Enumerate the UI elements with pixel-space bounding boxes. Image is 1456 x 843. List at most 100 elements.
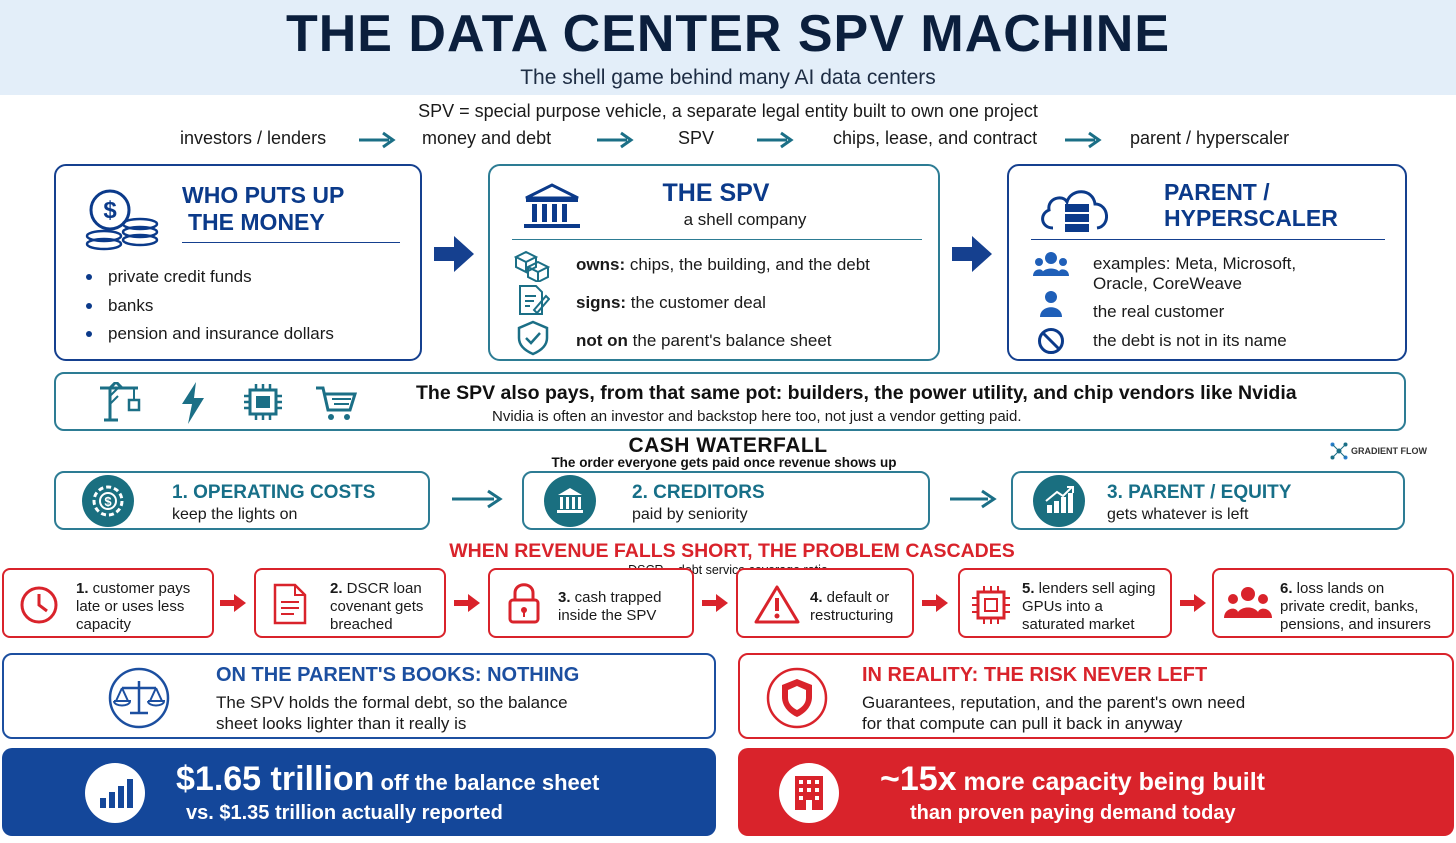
cascade-step-3-num: 3. <box>558 589 571 606</box>
parent-title-1: PARENT / <box>1164 179 1270 205</box>
cascade-arrow-icon <box>1180 594 1206 612</box>
cascade-step-4-num: 4. <box>810 589 823 606</box>
flow-arrow-icon <box>757 131 794 149</box>
reality-text: Guarantees, reputation, and the parent's… <box>862 692 1245 734</box>
waterfall-step-2: 2. CREDITORS paid by seniority <box>522 471 930 530</box>
flow-step-investors: investors / lenders <box>180 128 327 148</box>
header-band <box>0 0 1456 95</box>
books-line1: The SPV holds the formal debt, so the ba… <box>216 693 568 712</box>
waterfall-subtitle: The order everyone gets paid once revenu… <box>551 455 897 470</box>
cascade-step-1-line1: customer pays <box>88 580 191 597</box>
clock-icon <box>20 586 58 624</box>
cart-icon <box>316 386 358 420</box>
stat-blue-big: $1.65 trillion <box>176 760 375 798</box>
flow-arrow-icon <box>597 131 634 149</box>
spv-signs-text: the customer deal <box>626 293 766 312</box>
bullet-dot <box>86 274 92 280</box>
crane-icon <box>100 382 141 422</box>
flow-step-spv: SPV <box>678 128 715 148</box>
cascade-step-5-line2: GPUs into a <box>1022 598 1103 615</box>
spv-signs-row: signs: the customer deal <box>576 293 766 313</box>
cascade-step-5-num: 5. <box>1022 580 1035 597</box>
bullet-dot <box>86 331 92 337</box>
waterfall-title: CASH WATERFALL <box>628 434 828 457</box>
group-icon <box>1033 252 1069 276</box>
person-icon <box>1040 291 1062 317</box>
cascade-step-6-line2: private credit, banks, <box>1280 598 1419 615</box>
big-arrow-icon <box>952 236 992 272</box>
lock-icon <box>508 583 540 624</box>
gpu-chip-icon <box>972 586 1010 624</box>
pays-headline: The SPV also pays, from that same pot: b… <box>416 382 1297 404</box>
people-group-icon <box>1224 587 1272 618</box>
cascade-step-4-line1: default or <box>822 589 890 606</box>
cascade-step-2-line3: breached <box>330 616 393 633</box>
cascade-step-6-num: 6. <box>1280 580 1293 597</box>
cascade-step-4-line2: restructuring <box>810 607 894 624</box>
spv-definition: SPV = special purpose vehicle, a separat… <box>418 101 1038 121</box>
bank-icon <box>544 475 596 527</box>
books-text: The SPV holds the formal debt, so the ba… <box>216 692 568 734</box>
parent-divider <box>1031 239 1385 240</box>
parent-title-2: HYPERSCALER <box>1164 205 1338 231</box>
waterfall-step-3-title: 3. PARENT / EQUITY <box>1107 482 1292 503</box>
cascade-step-1-line2: late or uses less <box>76 598 185 615</box>
spv-balance-row: not on the parent's balance sheet <box>576 331 832 351</box>
parent-real-customer: the real customer <box>1093 302 1225 321</box>
flow-arrow-icon <box>1065 131 1102 149</box>
books-line2: sheet looks lighter than it really is <box>216 714 467 733</box>
lightning-icon <box>182 382 204 424</box>
parent-books-panel: ON THE PARENT'S BOOKS: NOTHING The SPV h… <box>2 653 716 739</box>
bank-icon <box>524 183 580 228</box>
books-title: ON THE PARENT'S BOOKS: NOTHING <box>216 664 580 686</box>
cascade-step-5-line1: lenders sell aging <box>1034 580 1156 597</box>
scales-icon <box>108 667 170 729</box>
waterfall-step-1-title: 1. OPERATING COSTS <box>172 482 376 503</box>
waterfall-step-2-title: 2. CREDITORS <box>632 482 765 503</box>
spv-card: THE SPV a shell company owns: chips, the… <box>488 164 940 361</box>
gradient-flow-brand: GRADIENT FLOW <box>1351 446 1427 456</box>
stat-red-big: ~15x <box>880 760 957 798</box>
stat-blue-sub: vs. $1.35 trillion actually reported <box>186 802 503 824</box>
spv-subtitle: a shell company <box>683 210 807 229</box>
waterfall-step-2-sub: paid by seniority <box>632 506 748 523</box>
reality-title: IN REALITY: THE RISK NEVER LEFT <box>862 664 1208 686</box>
chip-icon <box>244 384 282 420</box>
parent-card: PARENT / HYPERSCALER examples: Meta, Mic… <box>1007 164 1407 361</box>
investor-item: pension and insurance dollars <box>108 324 334 343</box>
cascade-arrow-icon <box>454 594 480 612</box>
flow-step-parent: parent / hyperscaler <box>1130 128 1290 148</box>
cascade-step-6-line3: pensions, and insurers <box>1280 616 1431 633</box>
stat-blue-headline: $1.65 trillion off the balance sheet <box>176 760 599 799</box>
flow-step-money: money and debt <box>422 128 552 148</box>
reality-panel: IN REALITY: THE RISK NEVER LEFT Guarante… <box>738 653 1454 739</box>
investors-title-1: WHO PUTS UP <box>182 182 345 208</box>
spv-pays-bar: The SPV also pays, from that same pot: b… <box>54 372 1406 431</box>
flow-arrow-icon <box>359 131 396 149</box>
waterfall-step-3-sub: gets whatever is left <box>1107 506 1249 523</box>
growth-chart-icon <box>1033 475 1085 527</box>
shield-check-icon <box>517 320 549 356</box>
waterfall-step-1: $ 1. OPERATING COSTS keep the lights on <box>54 471 430 530</box>
cascade-step-3-line1: cash trapped <box>570 589 662 606</box>
investors-divider <box>182 242 400 243</box>
investors-card: $ WHO PUTS UP THE MONEY private credit f… <box>54 164 422 361</box>
spv-balance-text: the parent's balance sheet <box>627 331 832 350</box>
svg-text:$: $ <box>103 197 117 224</box>
red-shield-icon <box>766 667 828 729</box>
parent-examples-line1: examples: Meta, Microsoft, <box>1093 254 1297 273</box>
reality-line2: for that compute can pull it back in any… <box>862 714 1183 733</box>
coins-icon: $ <box>85 189 159 251</box>
cascade-arrow-icon <box>702 594 728 612</box>
cascade-step-6-line1: loss lands on <box>1292 580 1385 597</box>
stat-red-rest: more capacity being built <box>956 768 1265 796</box>
cascade-step-1-num: 1. <box>76 580 89 597</box>
